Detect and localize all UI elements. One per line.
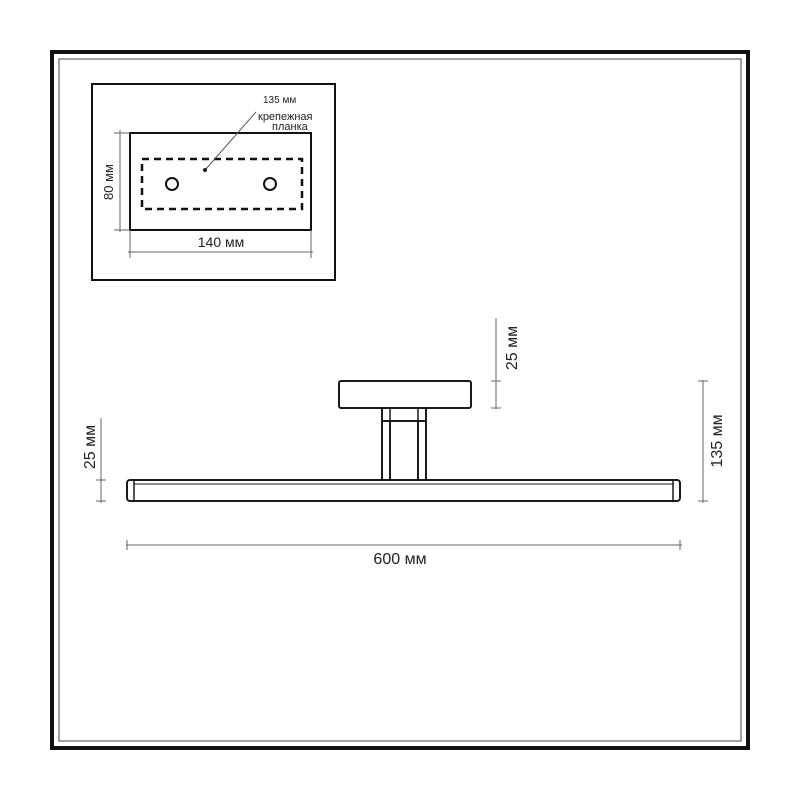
mounting-bracket-outline [140, 157, 304, 211]
arm-post-right [417, 420, 427, 483]
inset-height-label: 80 мм [101, 164, 116, 200]
light-bar [126, 479, 681, 502]
mounting-plate [129, 132, 312, 231]
lamp-side-view [126, 380, 681, 502]
wall-base [338, 380, 472, 409]
mount-label: 135 мм [263, 95, 296, 106]
plate-label-line2: планка [272, 121, 309, 133]
inset-width-label: 140 мм [198, 234, 245, 250]
length-label: 600 мм [373, 551, 426, 568]
mounting-hole-left [165, 177, 179, 191]
bar-height-dimension: 25 мм [82, 418, 106, 503]
bar-height-label: 25 мм [82, 425, 99, 469]
outer-frame [50, 50, 750, 750]
arm-post-left [381, 420, 391, 483]
base-height-label: 25 мм [504, 326, 521, 370]
mounting-plate-inset: 135 мм крепежная планка 80 мм 140 мм [91, 83, 336, 281]
mounting-hole-right [263, 177, 277, 191]
plate-leader-line [204, 111, 257, 171]
base-height-dimension: 25 мм [491, 318, 521, 409]
leader-dot [203, 168, 207, 172]
total-height-label: 135 мм [709, 414, 726, 467]
length-dimension: 600 мм [126, 540, 682, 568]
plate-label-line1: крепежная [258, 111, 313, 123]
arm-top-collar [381, 407, 427, 422]
total-height-dimension: 135 мм [698, 380, 726, 503]
inner-frame [58, 58, 742, 742]
